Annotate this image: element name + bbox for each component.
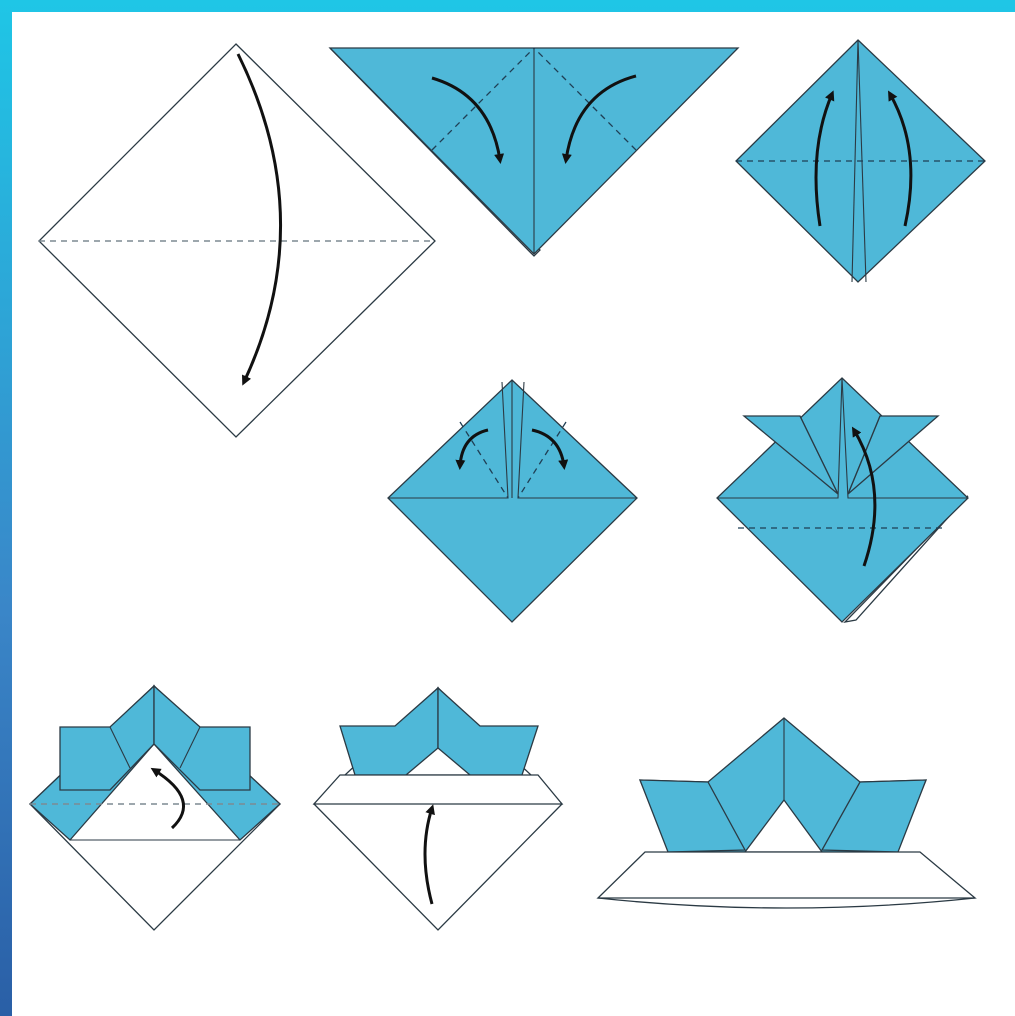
blue-diamond [717,378,968,622]
origami-samurai-helmet-diagram [12,12,1015,1016]
step-4 [388,380,637,622]
step-7 [314,688,562,930]
step-3 [736,40,985,282]
diagram-panel [12,12,1015,1016]
step-1 [39,44,435,437]
step-5 [717,378,968,622]
band-bottom-curve [598,898,975,908]
folded-band [314,775,562,804]
step-8 [598,718,975,908]
step-6 [30,686,280,930]
helmet-band [598,852,975,898]
